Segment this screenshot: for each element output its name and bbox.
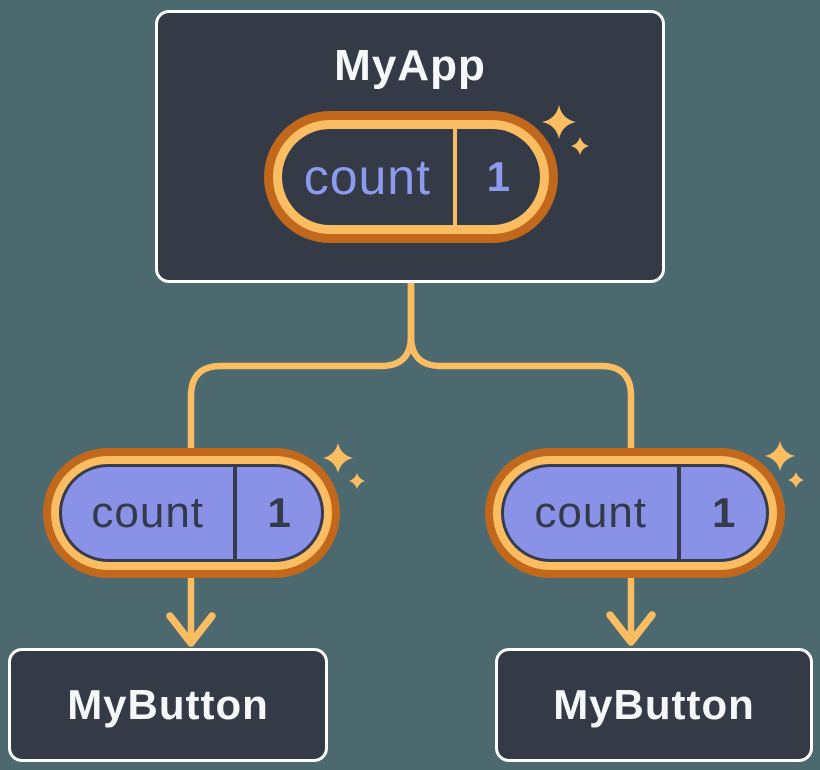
component-title: MyButton [67, 681, 269, 728]
prop-pill-ring: count 1 [493, 456, 777, 570]
prop-name: count [91, 488, 205, 537]
prop-pill-right: count 1 [485, 448, 785, 578]
state-pill-body: count 1 [282, 129, 540, 225]
state-name: count [303, 149, 432, 205]
prop-pill-ring: count 1 [51, 456, 332, 570]
prop-pill-body: count 1 [59, 464, 324, 562]
state-pill: count 1 [264, 111, 558, 243]
prop-value: 1 [712, 489, 736, 536]
state-value: 1 [486, 153, 511, 200]
pill-divider [452, 129, 457, 225]
pill-divider [677, 467, 682, 559]
prop-pill-body: count 1 [501, 464, 769, 562]
component-node-mybutton-left: MyButton [8, 648, 328, 762]
prop-name: count [534, 488, 648, 537]
pill-divider [233, 467, 238, 559]
component-title: MyButton [553, 681, 755, 728]
state-pill-ring: count 1 [273, 120, 549, 234]
connector-right-branch [407, 276, 635, 642]
prop-value: 1 [267, 489, 291, 536]
prop-pill-left: count 1 [43, 448, 340, 578]
arrow-down-icon [166, 612, 216, 647]
component-node-mybutton-right: MyButton [495, 648, 813, 762]
component-title: MyApp [334, 41, 486, 90]
arrow-down-icon [606, 611, 656, 646]
